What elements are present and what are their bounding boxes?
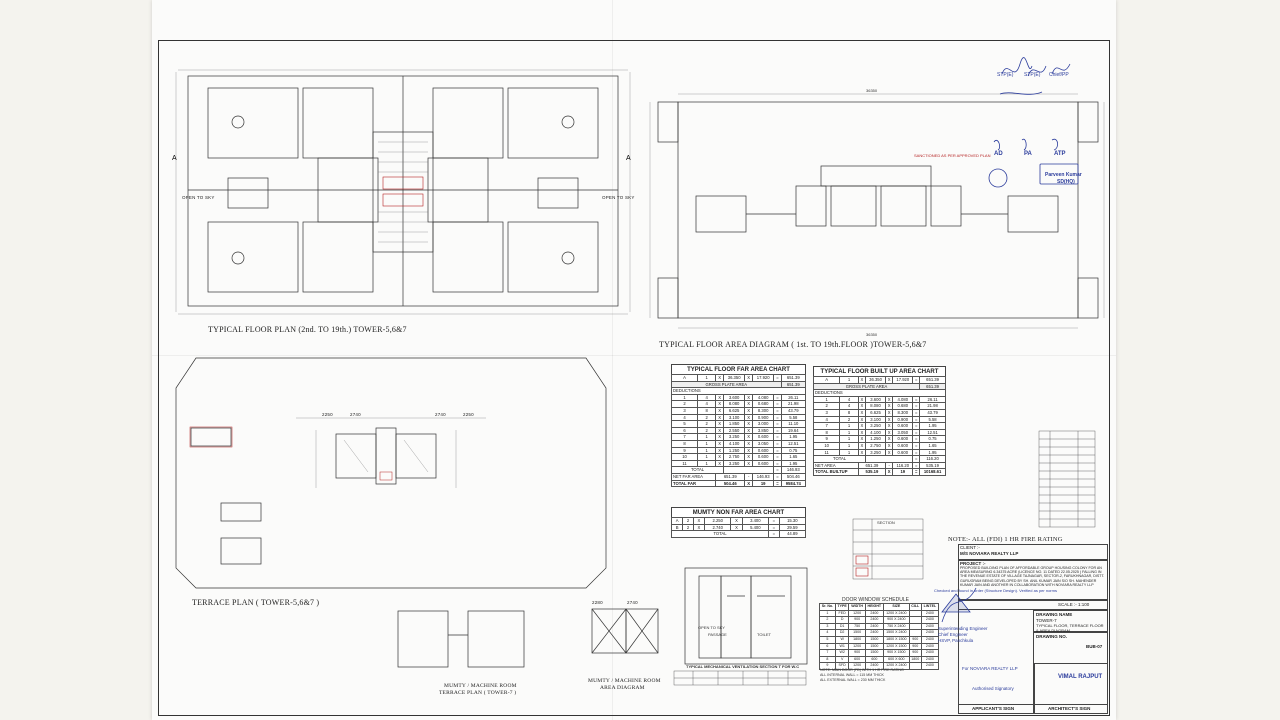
vent-open-to-sky: OPEN TO SKY [698, 625, 725, 630]
door-schedule-title: DOOR WINDOW SCHEDULE [842, 597, 909, 603]
paper-fold-vertical [612, 0, 613, 720]
mumty-dim-2: 2740 [627, 600, 638, 605]
mumty-dim-1: 2280 [592, 600, 603, 605]
mumty-room-title-1: MUMTY / MACHINE ROOM [444, 683, 517, 689]
svg-text:36350: 36350 [866, 88, 878, 93]
vent-toilet: TOILET [757, 632, 771, 637]
terrace-dim-1: 2250 [322, 412, 333, 417]
authorised-signatory: Authorised Signatory [972, 686, 1014, 691]
sheet-border [158, 40, 1110, 716]
paper-fold-horizontal [152, 355, 1116, 356]
mumty-area-title-2: AREA DIAGRAM [600, 685, 645, 691]
initials-atp: ATP [1054, 151, 1066, 157]
project-label: PROJECT :- [960, 561, 986, 566]
mumty-terrace-plan-drawing [397, 610, 525, 668]
terrace-dim-2: 2740 [350, 412, 361, 417]
drawing-no-label: DRAWING NO. [1036, 634, 1067, 639]
door-schedule-note-3: ALL EXTERNAL WALL = 230 MM THICK [820, 678, 886, 682]
checked-stamp-icon [941, 587, 977, 623]
terrace-dim-4: 2250 [463, 412, 474, 417]
applicant-sign-label: APPLICANT'S SIGN [972, 706, 1015, 711]
client-name: M/S NOVIARA REALTY LLP [960, 551, 1019, 556]
drawing-name: TYPICAL FLOOR, TERRACE FLOOR & AREA DIAG… [1036, 623, 1104, 633]
door-schedule-note-1: NOTE: MAIN DOOR (FD) WITH 1 HR FIRE RATI… [820, 668, 904, 672]
signature-scribbles-icon [999, 57, 1071, 95]
mumty-area-title-1: MUMTY / MACHINE ROOM [588, 678, 661, 684]
svg-text:A: A [626, 155, 631, 162]
scale: SCALE :- 1:100 [1058, 602, 1090, 607]
client-label: CLIENT :- [960, 545, 980, 550]
floor-area-diagram-drawing: 36350 36350 [649, 88, 1105, 337]
ventilation-section-drawing [684, 567, 808, 665]
door-schedule-note-2: ALL INTERNAL WALL = 115 MM THICK [820, 673, 884, 677]
tower-name: TOWER-7 [1036, 618, 1057, 623]
approver-role: SD(HQ) [1057, 179, 1075, 185]
section-detail-drawing [852, 518, 924, 580]
architect-name-stamp: VIMAL RAJPUT [1058, 674, 1103, 680]
company-stamp: For NOVIARA REALTY LLP [962, 666, 1018, 671]
builtup-chart-title: TYPICAL FLOOR BUILT UP AREA CHART [813, 366, 946, 377]
checked-note: Checked and found in order (Structure De… [934, 588, 1057, 593]
drawing-name-label: DRAWING NAME [1036, 612, 1073, 617]
approver-name: Parveen Kumar [1045, 172, 1082, 178]
terrace-dim-3: 2740 [435, 412, 446, 417]
mumty-room-title-2: TERRACE PLAN ( TOWER-7 ) [439, 690, 517, 696]
legend-table-drawing [1038, 430, 1096, 528]
vent-passage: PASSAGE [708, 632, 727, 637]
title-block: CLIENT :- M/S NOVIARA REALTY LLP PROJECT… [958, 544, 1108, 714]
ventilation-title: TYPICAL MECHANICAL VENTILATION SECTION T… [686, 664, 800, 669]
official-stamp-1: STP(E) [997, 72, 1014, 78]
open-to-sky-left-label: OPEN TO SKY [182, 195, 215, 200]
section-label: SECTION [877, 520, 895, 525]
official-stamp-3: Chief/PP [1049, 72, 1069, 78]
approval-stamp-icon [988, 138, 1079, 188]
official-stamp-2: STP(E) [1024, 72, 1041, 78]
svg-text:36350: 36350 [866, 332, 878, 337]
chief-engineer: Chief Engineer [938, 632, 968, 637]
drawing-sheet: A A OPEN TO SKY OPEN TO SKY TYPICAL FLOO… [152, 0, 1116, 720]
open-to-sky-right-label: OPEN TO SKY [602, 195, 635, 200]
floor-area-diagram-title: TYPICAL FLOOR AREA DIAGRAM ( 1st. TO 19t… [659, 340, 927, 349]
initials-ad: AD [994, 151, 1003, 157]
superintending-engineer: Superintending Engineer [938, 626, 988, 631]
sanction-note: SANCTIONED AS PER APPROVED PLAN [914, 153, 991, 158]
architect-sign-label: ARCHITECT'S SIGN [1048, 706, 1091, 711]
far-chart-title: TYPICAL FLOOR FAR AREA CHART [671, 364, 806, 375]
mumty-chart-title: MUMTY NON FAR AREA CHART [671, 507, 806, 518]
drawing-number: BUB-07 [1086, 644, 1103, 649]
terrace-plan-title: TERRACE PLAN ( TOWER-5,6&7 ) [192, 598, 320, 607]
typical-floor-plan-title: TYPICAL FLOOR PLAN (2nd. TO 19th.) TOWER… [208, 325, 407, 334]
fire-rating-note: NOTE:- ALL (FDI) 1 HR FIRE RATING [948, 536, 1063, 543]
typical-floor-plan-drawing: A A [172, 69, 631, 315]
svg-text:A: A [172, 155, 177, 162]
initials-pa: PA [1024, 151, 1032, 157]
ventilation-legend-strip [673, 670, 807, 686]
mumty-area-diagram-drawing [591, 608, 659, 654]
project-description: PROPOSED BUILDING PLAN OF AFFORDABLE GRO… [960, 566, 1105, 587]
department: HSVP, Panchkula [938, 638, 974, 643]
terrace-plan-drawing [175, 357, 607, 589]
